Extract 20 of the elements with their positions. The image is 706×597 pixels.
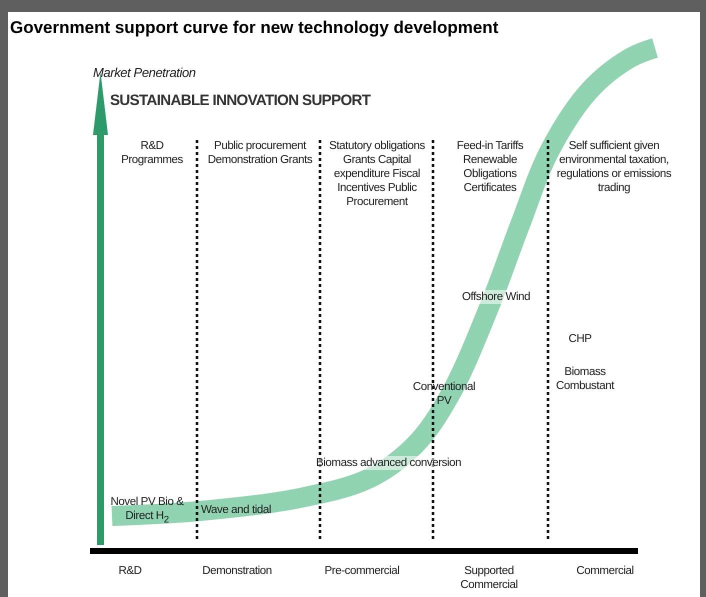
stage-label: Pre-commercial [324,564,400,578]
support-measure-text: Statutory obligations Grants Capital expenditure Fiscal Incentives Public Procurement [328,139,426,209]
support-measure-text: Feed-in Tariffs Renewable Obligations Certificates [456,139,524,195]
technology-label: Novel PV Bio & Direct H$_{2}$ [109,495,185,528]
stage-label: R&D [117,564,143,578]
support-measure-text: R&D Programmes [120,139,184,167]
technology-label: Offshore Wind [462,290,530,304]
support-measure-text: Self sufficient given environmental taxation, regulations or emissions trading [556,139,672,195]
technology-label: CHP [567,332,593,346]
support-measure-text: Public procurement Demonstration Grants [206,139,314,167]
axis-label: Market Penetration [93,66,197,80]
technology-label: Conventional PV [412,380,476,408]
section-heading: SUSTAINABLE INNOVATION SUPPORT [110,94,370,108]
stage-label: Supported Commercial [459,564,519,592]
technology-label: Biomass advanced conversion [316,456,462,470]
technology-label: Biomass Combustant [554,365,616,393]
technology-label: Wave and tidal [201,503,272,517]
stage-label: Commercial [575,564,635,578]
stage-label: Demonstration [201,564,273,578]
diagram-title: Government support curve for new technology development [10,18,498,38]
